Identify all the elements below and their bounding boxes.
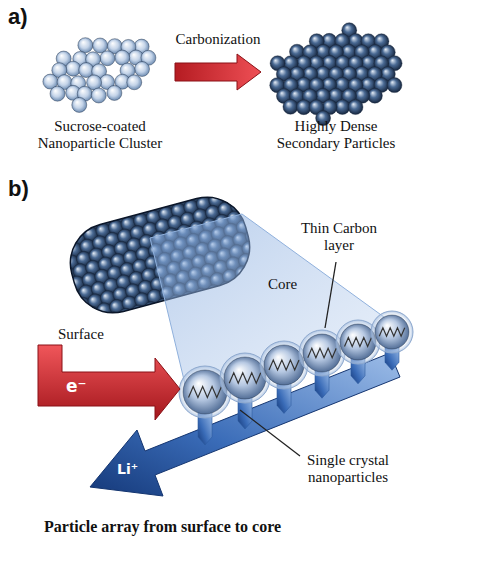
figure-caption: Particle array from surface to core [44, 518, 281, 536]
conduction-zigzag [189, 387, 222, 398]
sphere [211, 188, 229, 197]
figure-label: a) [8, 4, 28, 29]
electron-arrow [38, 345, 180, 420]
sphere [283, 99, 298, 114]
figure-label: Single crystal nanoparticles [298, 452, 398, 487]
conduction-zigzag [308, 348, 337, 358]
figure-label: Li⁺ [117, 462, 138, 476]
sphere [241, 194, 258, 212]
sphere [72, 97, 87, 112]
sphere [61, 219, 78, 237]
sphere [387, 78, 402, 93]
sphere [303, 334, 341, 372]
conduction-zigzag [229, 373, 261, 384]
sphere [91, 88, 106, 103]
conduction-zigzag [379, 328, 405, 337]
loose-cluster [43, 38, 156, 113]
sphere [232, 188, 250, 203]
sphere [264, 345, 304, 385]
sphere [348, 100, 363, 115]
sphere [107, 85, 122, 100]
figure-label: e⁻ [66, 378, 87, 395]
figure-label: Core [268, 276, 297, 293]
figure-label: Thin Carbon layer [296, 220, 382, 255]
leader-line [325, 262, 336, 328]
sphere [78, 38, 93, 53]
particle-node: Sucrose-coated Nanoparticle Cluster [25, 26, 175, 153]
sphere [100, 51, 115, 66]
sphere [245, 188, 259, 199]
sphere [50, 86, 65, 101]
dense-cluster [270, 23, 402, 126]
sphere [375, 315, 409, 349]
sphere [236, 188, 254, 190]
sphere [79, 317, 97, 322]
arrow-label: Carbonization [174, 31, 263, 48]
sphere [251, 203, 259, 221]
sphere [93, 38, 108, 53]
sphere [61, 223, 65, 241]
sphere [135, 61, 150, 76]
leader-line [240, 410, 300, 456]
sphere [66, 61, 81, 76]
node-caption: Highly Dense Secondary Particles [268, 118, 404, 153]
conduction-zigzag [269, 360, 299, 370]
sphere [70, 308, 88, 322]
figure-label: b) [8, 176, 29, 201]
sphere [340, 324, 376, 360]
sphere [223, 188, 241, 194]
figure-label: Surface [58, 326, 104, 343]
conduction-zigzag [345, 338, 372, 347]
sphere [92, 313, 110, 321]
sphere [127, 75, 142, 90]
process-arrow [175, 54, 261, 90]
particle-node: Highly Dense Secondary Particles [261, 26, 411, 153]
carbon-layer [371, 311, 413, 353]
nanoparticle-row [179, 311, 413, 418]
node-caption: Sucrose-coated Nanoparticle Cluster [32, 118, 168, 153]
